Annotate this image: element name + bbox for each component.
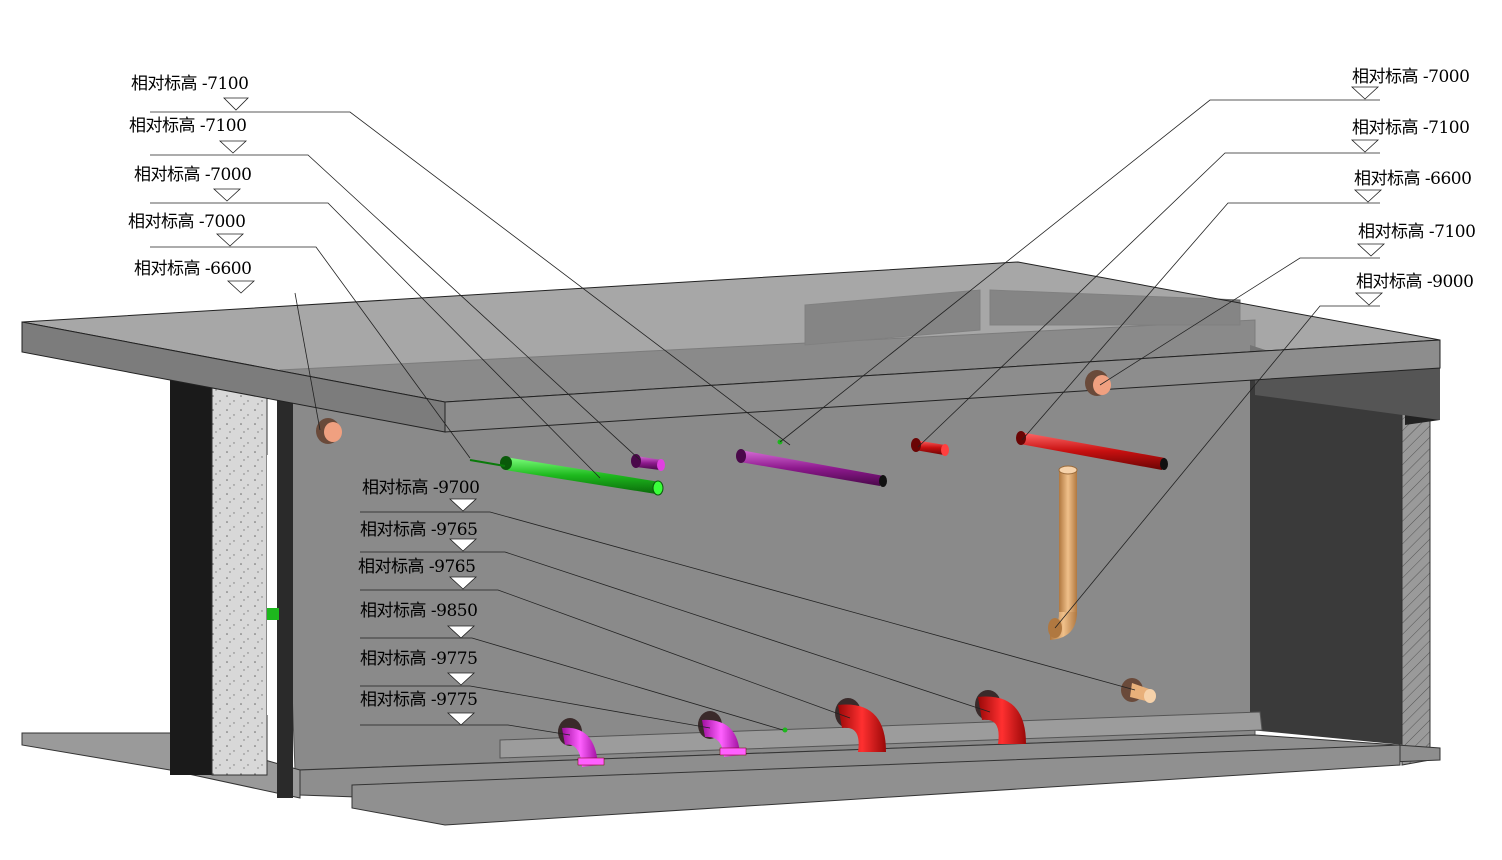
elevation-label: 相对标高 -7100 <box>1358 222 1476 242</box>
elevation-label: 相对标高 -9850 <box>360 601 478 621</box>
purple-pipe-long <box>736 449 887 487</box>
elevation-label: 相对标高 -7100 <box>131 74 249 94</box>
purple-pipe-short <box>631 454 665 471</box>
elevation-label: 相对标高 -9775 <box>360 649 478 669</box>
leader-lines <box>150 99 1380 736</box>
elevation-label: 相对标高 -7000 <box>1352 67 1470 87</box>
left-column-dark <box>170 380 212 775</box>
beam-shadow <box>1255 368 1440 420</box>
tan-vertical-pipe <box>1048 465 1078 640</box>
elevation-label: 相对标高 -9765 <box>358 557 476 577</box>
elevation-label: 相对标高 -9775 <box>360 690 478 710</box>
elevation-label: 相对标高 -7100 <box>1352 118 1470 138</box>
roof-slab-side <box>444 339 1441 433</box>
red-pipe-long <box>1016 431 1168 470</box>
elevation-label: 相对标高 -7100 <box>129 116 247 136</box>
magenta-elbow-2 <box>698 711 747 757</box>
red-pipe-short <box>911 438 949 456</box>
green-pipe <box>469 456 664 496</box>
tan-floor-sleeve <box>1121 678 1156 703</box>
left-wall-section <box>211 384 268 776</box>
elevation-label: 相对标高 -9765 <box>360 520 478 540</box>
left-opening <box>267 455 277 715</box>
pipe-sleeves <box>316 370 1111 444</box>
elevation-label: 相对标高 -6600 <box>1354 169 1472 189</box>
red-elbow-1 <box>835 698 886 752</box>
magenta-elbow-1 <box>558 718 605 767</box>
green-pipe-left <box>267 608 279 620</box>
elevation-label: 相对标高 -9700 <box>362 478 480 498</box>
elevation-label: 相对标高 -9000 <box>1356 272 1474 292</box>
elevation-label: 相对标高 -7000 <box>134 165 252 185</box>
right-side-wall <box>1250 345 1405 745</box>
left-column-thin <box>277 380 293 798</box>
elevation-label: 相对标高 -6600 <box>134 259 252 279</box>
floor-slab-front <box>351 744 1401 826</box>
elevation-markers <box>212 86 1386 726</box>
red-elbow-2 <box>975 690 1026 744</box>
elevation-label: 相对标高 -7000 <box>128 212 246 232</box>
